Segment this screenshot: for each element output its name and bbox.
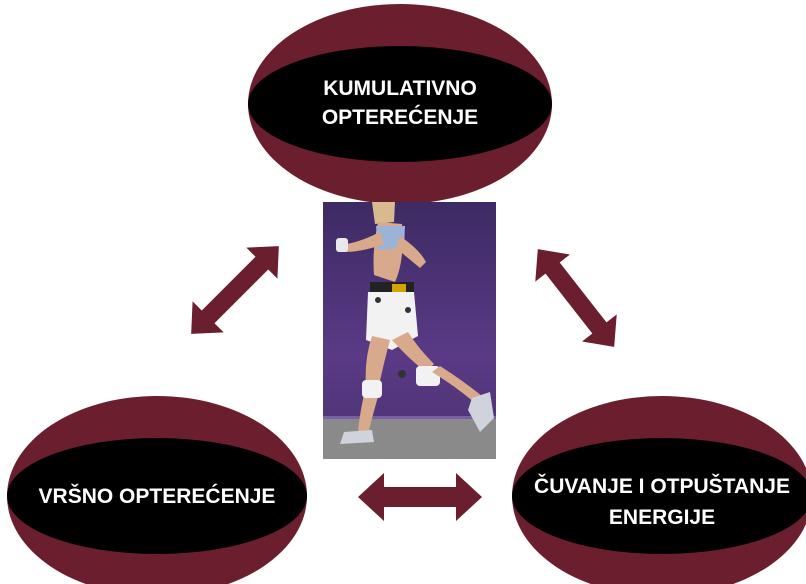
node-kumulativno-opterecenje: KUMULATIVNO OPTEREĆENJE <box>248 4 552 204</box>
node-label-line: KUMULATIVNO <box>323 77 477 100</box>
node-label-line: VRŠNO OPTEREĆENJE <box>39 484 276 508</box>
node-label-line: ČUVANJE I OTPUŠTANJE <box>534 474 790 498</box>
arrow-top-right <box>535 249 617 347</box>
node-inner-ellipse <box>512 438 806 554</box>
photo-floor-edge <box>323 416 496 419</box>
node-vrsno-opterecenje: VRŠNO OPTEREĆENJE <box>7 396 307 584</box>
node-inner-ellipse <box>248 46 552 162</box>
runner-figure <box>336 202 494 444</box>
arrow-top-left <box>191 246 279 334</box>
node-label-line: OPTEREĆENJE <box>322 105 478 129</box>
double-arrow-icon <box>358 473 482 521</box>
node-cuvanje-i-otpustanje-energije: ČUVANJE I OTPUŠTANJE ENERGIJE <box>512 396 806 584</box>
arrow-bottom <box>358 473 482 521</box>
node-label-line: ENERGIJE <box>609 506 715 529</box>
double-arrow-icon <box>191 246 279 334</box>
double-arrow-icon <box>535 249 617 347</box>
runner-photo <box>323 202 496 459</box>
node-inner-ellipse <box>7 438 307 554</box>
